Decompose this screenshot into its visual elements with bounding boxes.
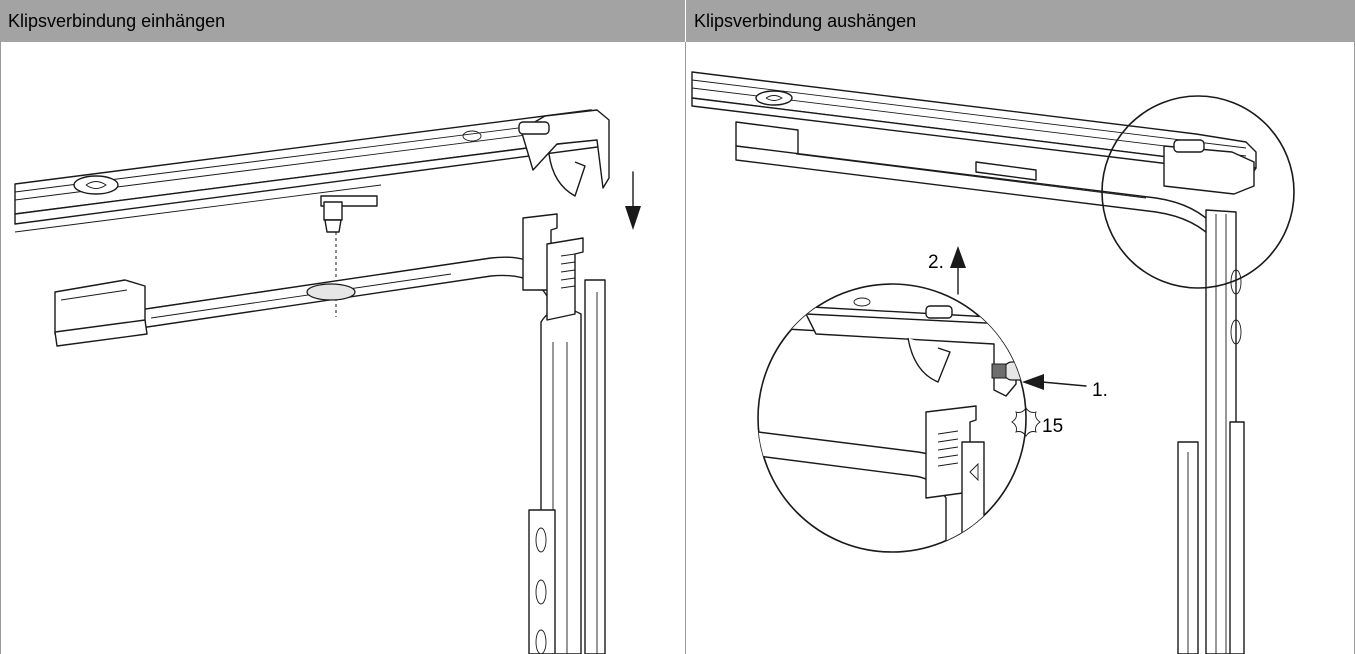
upper-rail bbox=[14, 109, 610, 233]
step-2-label: 2. bbox=[928, 252, 944, 273]
right-section-title: Klipsverbindung aushängen bbox=[686, 0, 1355, 42]
hook-in-illustration bbox=[14, 109, 641, 654]
arrow-left-icon bbox=[1022, 374, 1087, 390]
header-row: Klipsverbindung einhängen Klipsverbindun… bbox=[0, 0, 1355, 42]
right-illustration-panel: 2. 1. 15 bbox=[686, 42, 1355, 654]
step-1-label: 1. bbox=[1092, 380, 1108, 401]
detail-highlight-circle bbox=[1101, 95, 1295, 289]
left-illustration-panel bbox=[0, 42, 686, 654]
arrow-up-icon bbox=[950, 246, 966, 295]
torx-star-icon bbox=[1011, 407, 1041, 437]
left-section-title: Klipsverbindung einhängen bbox=[0, 0, 686, 42]
unhook-illustration: 2. 1. 15 bbox=[691, 71, 1295, 654]
lower-frame bbox=[54, 213, 606, 654]
magnified-detail bbox=[757, 283, 1027, 553]
arrow-down-icon bbox=[625, 171, 641, 230]
torx-size-label: 15 bbox=[1042, 416, 1063, 437]
